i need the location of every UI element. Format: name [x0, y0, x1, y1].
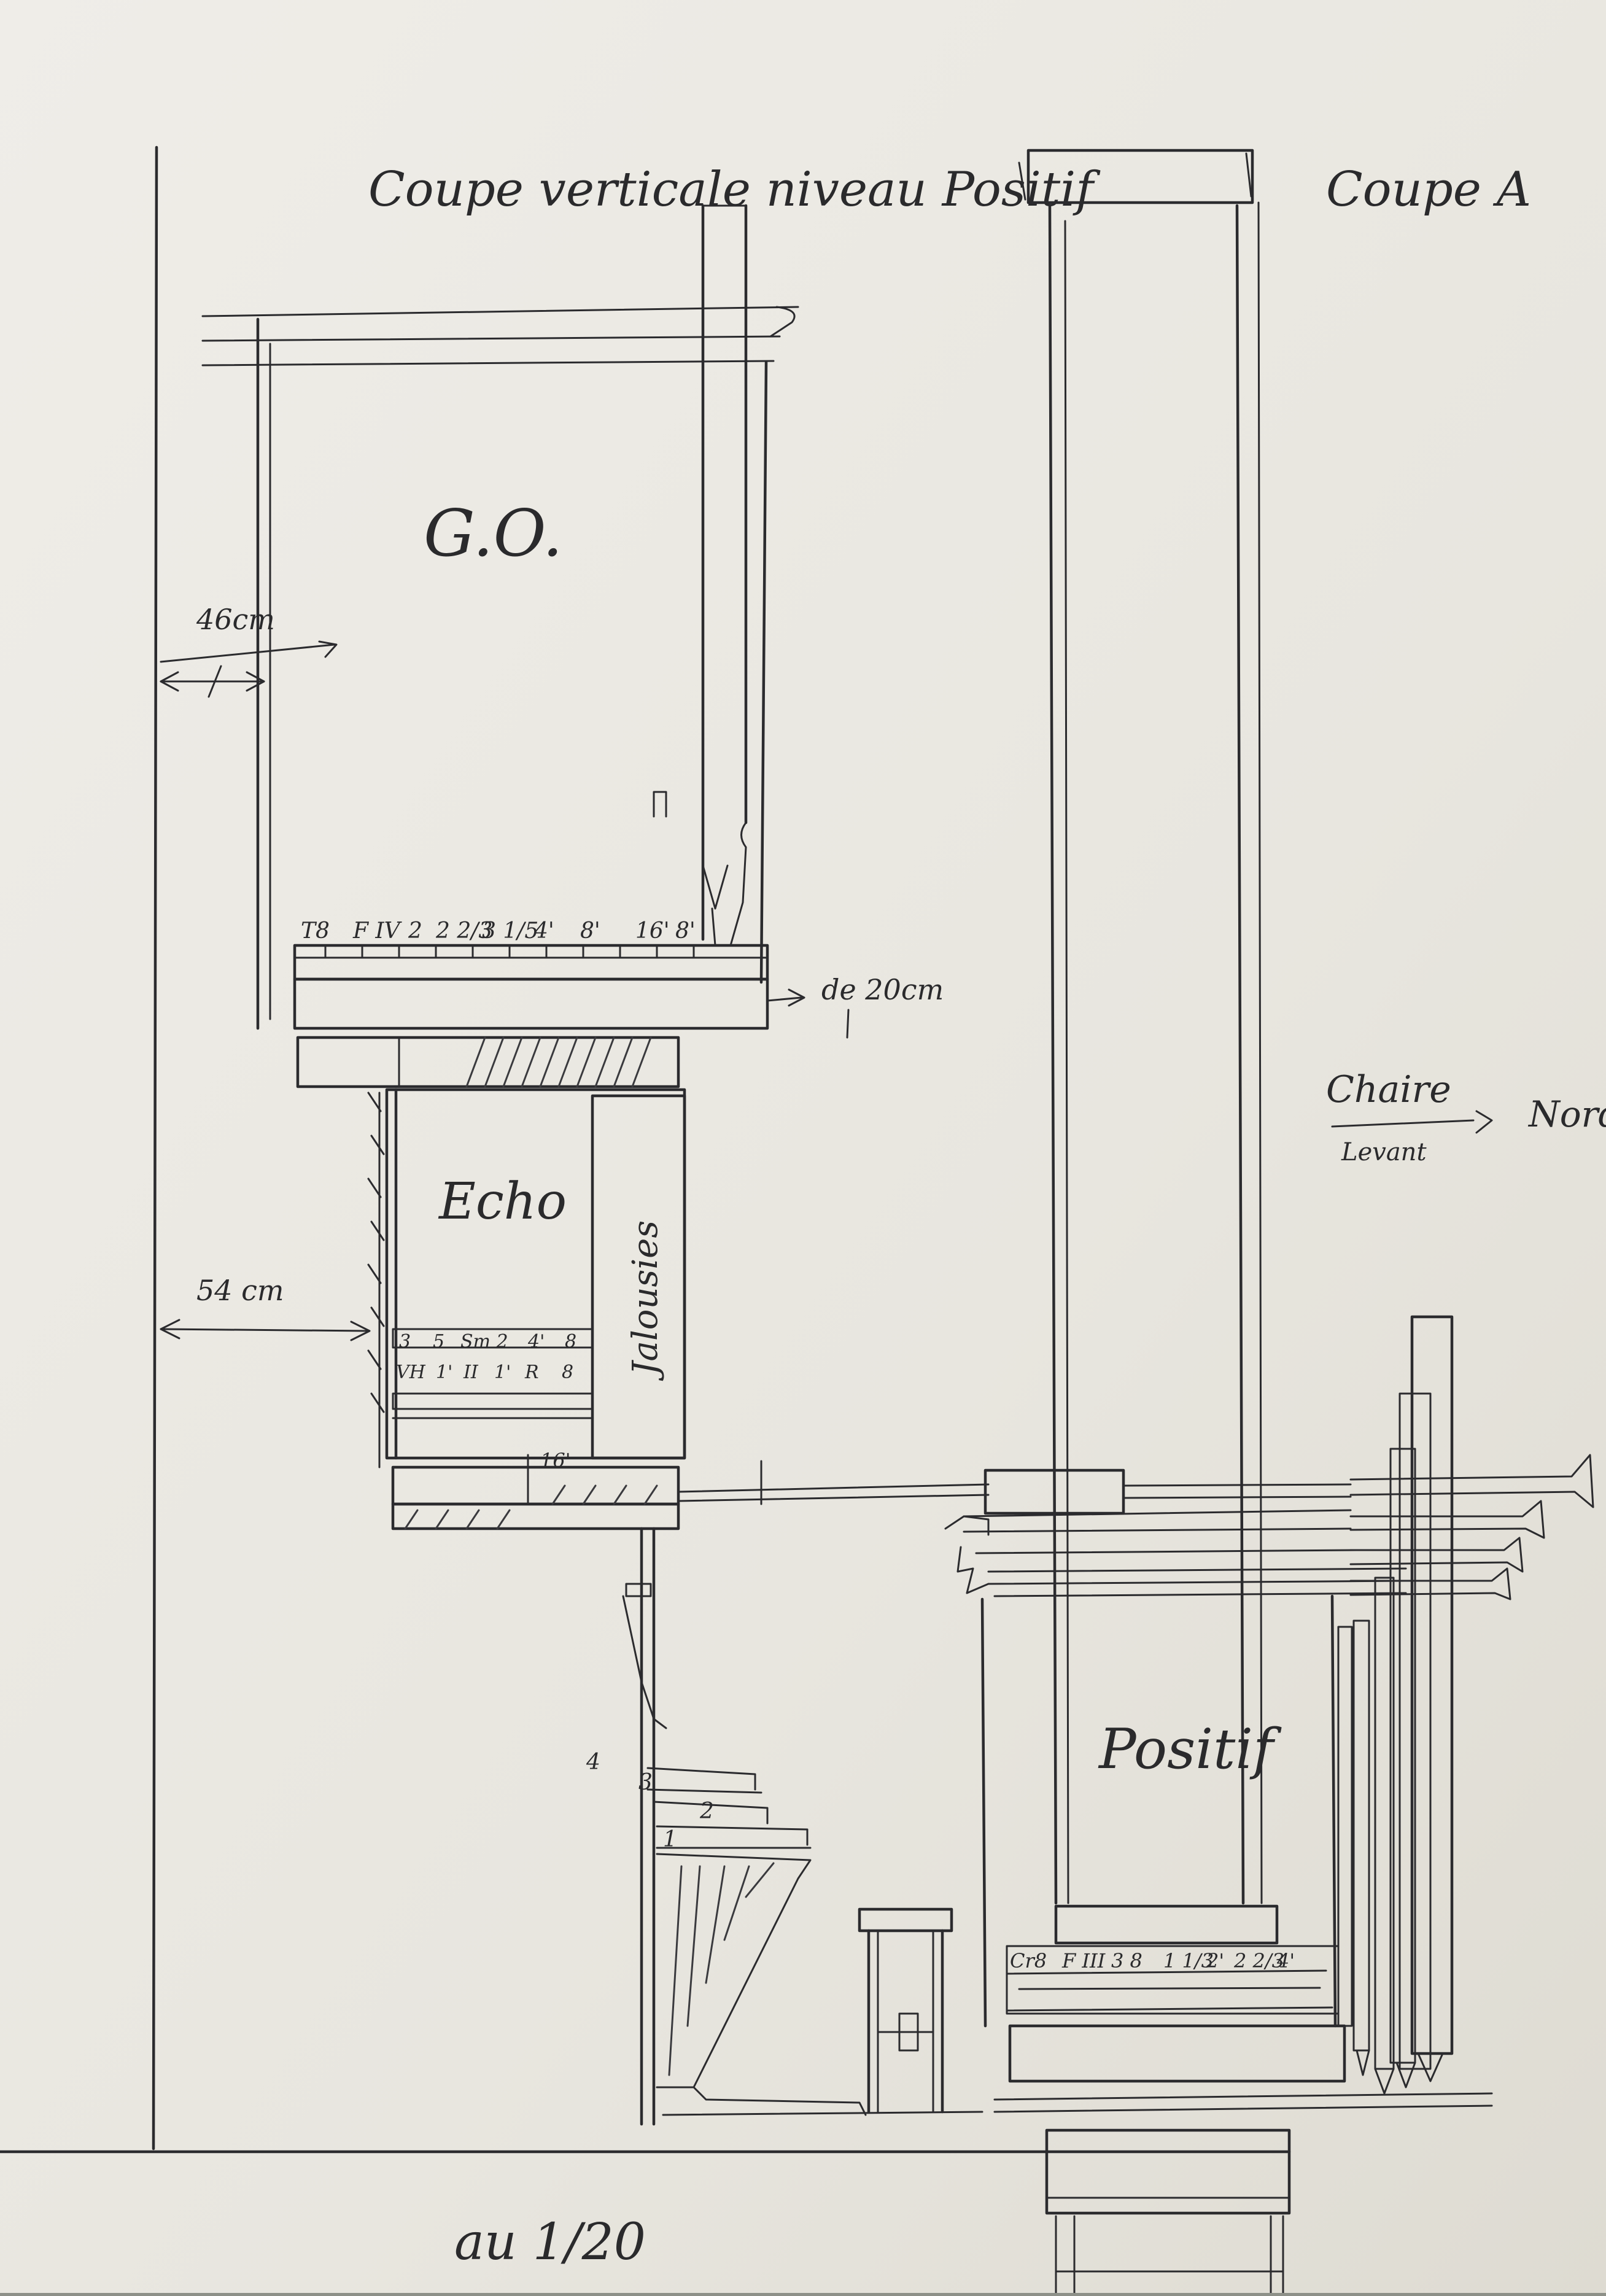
- dimension-20-label: de 20cm: [821, 973, 944, 1006]
- pedal-16-label: 16': [540, 1449, 571, 1472]
- nord-label: Nord: [1527, 1093, 1606, 1135]
- go-stop: 8': [675, 918, 696, 944]
- organ-bench: [858, 1907, 953, 2114]
- echo-stop: II: [463, 1362, 479, 1383]
- step-label: 1: [663, 1827, 677, 1852]
- go-stop: 2 2/3: [435, 918, 492, 944]
- echo-stop: R: [524, 1362, 539, 1383]
- dimension-54-label: 54 cm: [196, 1274, 284, 1307]
- left-wall: [152, 145, 158, 2151]
- positif-case: [944, 1509, 1493, 2294]
- echo-stop: VH: [396, 1362, 426, 1383]
- grand-orgue-label: G.O.: [424, 496, 563, 571]
- grand-orgue-case: [201, 204, 799, 1030]
- positif-stop: 3 8: [1111, 1949, 1142, 1972]
- facade-pipes: [1337, 1315, 1594, 2095]
- go-stop: 3 1/5: [482, 918, 538, 944]
- grand-orgue-stops: T8 F IV 2 2 2/3 3 1/5 4' 8' 16' 8': [301, 918, 696, 944]
- echo-stop: 8: [562, 1362, 573, 1383]
- positif-stop: F III: [1061, 1949, 1106, 1972]
- jalousies-label: Jalousies: [626, 1220, 665, 1381]
- console-column: [622, 1527, 983, 2126]
- dimension-46-label: 46cm: [196, 603, 275, 636]
- go-stop: 2: [408, 918, 422, 944]
- echo-stop: 1': [436, 1362, 452, 1383]
- section-label: Coupe A: [1326, 162, 1531, 217]
- go-stop: 8': [580, 918, 600, 944]
- echo-stop: Sm 2: [460, 1331, 508, 1352]
- positif-stop: Cr8: [1010, 1949, 1047, 1972]
- scale-label: au 1/20: [454, 2213, 646, 2271]
- positif-column: [1018, 149, 1263, 1905]
- echo-stop: 3: [399, 1331, 411, 1352]
- echo-box: [296, 1036, 686, 1530]
- chaire-label: Chaire: [1326, 1068, 1451, 1111]
- echo-stops: 3 5 Sm 2 4' 8 VH 1' II 1' R 8: [396, 1331, 576, 1383]
- positif-label: Positif: [1098, 1717, 1282, 1782]
- dimension-46: [160, 640, 338, 698]
- keyboard-step-labels: 4 3 2 1: [586, 1750, 714, 1852]
- levant-label: Levant: [1341, 1138, 1427, 1166]
- echo-stop: 5: [433, 1331, 444, 1352]
- positif-stop: 2': [1206, 1949, 1224, 1972]
- go-stop: 16': [635, 918, 670, 944]
- positif-stop: 1 1/3: [1163, 1949, 1214, 1972]
- positif-stop: 2 2/3: [1233, 1949, 1284, 1972]
- dimension-20: [766, 988, 850, 1039]
- positif-stops: Cr8 F III 3 8 1 1/3 2' 2 2/3 4': [1010, 1949, 1295, 1972]
- orientation-note: [1331, 1110, 1493, 1134]
- go-stop: 4': [533, 918, 554, 944]
- dimension-54: [160, 1319, 371, 1341]
- echo-stop: 1': [494, 1362, 511, 1383]
- go-stop: T8: [301, 918, 330, 944]
- echo-label: Echo: [438, 1173, 567, 1231]
- positif-stop: 4': [1276, 1949, 1295, 1972]
- echo-stop: 8: [565, 1331, 576, 1352]
- step-label: 4: [586, 1750, 600, 1775]
- go-stop: F IV: [352, 918, 403, 944]
- step-label: 2: [699, 1799, 714, 1824]
- drawing-title: Coupe verticale niveau Positif: [368, 162, 1101, 217]
- step-label: 3: [638, 1770, 653, 1795]
- echo-stop: 4': [527, 1331, 545, 1352]
